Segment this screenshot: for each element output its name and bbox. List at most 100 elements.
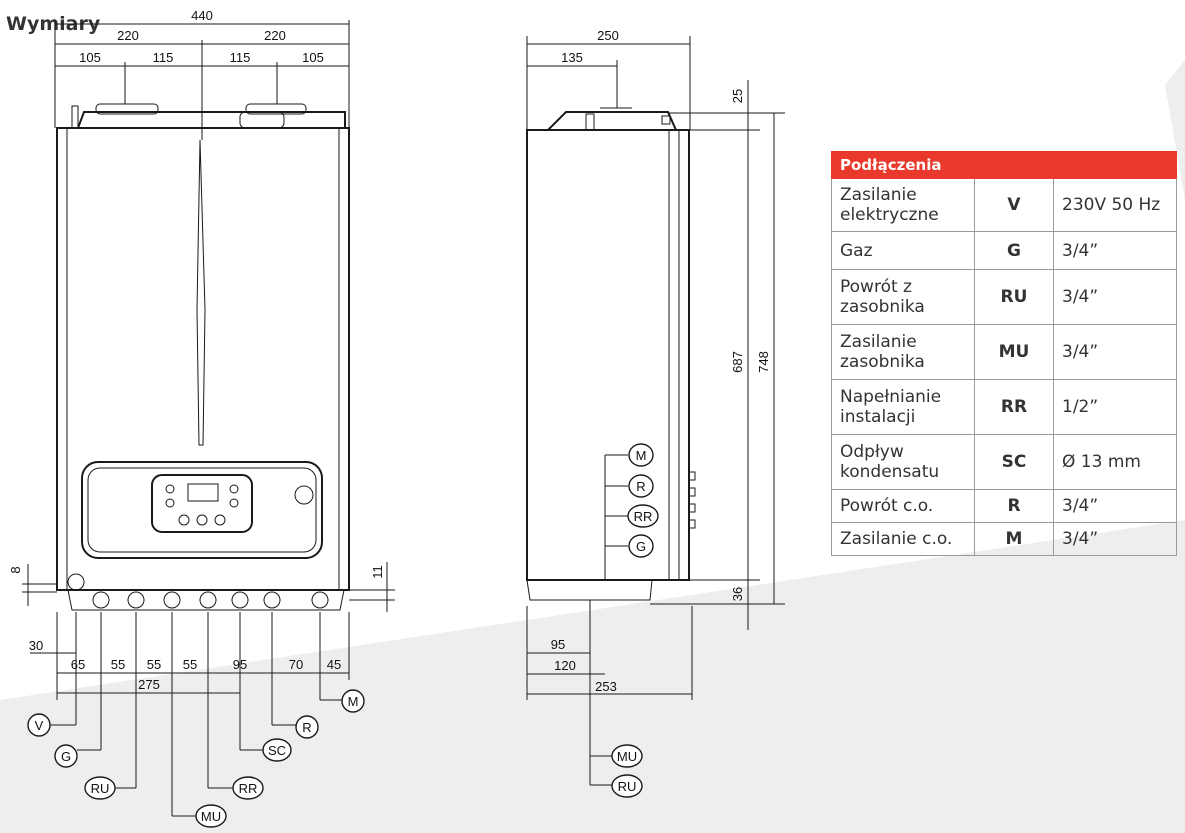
side-boiler-body [526,129,690,581]
side-dim-120: 120 [554,658,576,673]
side-view: M R RR G 250 135 25 687 748 36 95 120 [526,28,785,798]
side-dim-bottom-gap: 36 [730,587,745,601]
side-connector-G-label: G [636,539,646,554]
table-row: Zasilanie elektryczne V 230V 50 Hz [831,178,1177,232]
side-connector-R-label: R [636,479,645,494]
dim-segment-1: 105 [79,50,101,65]
row-symbol: G [974,231,1054,270]
side-connector-R-badge [628,474,654,498]
side-top-cap [547,111,677,131]
background-wedge [0,520,1185,833]
row-name: Napełnianie instalacji [831,379,975,435]
connector-V-label: V [35,718,44,733]
side-bottom-tray [526,579,653,601]
table-row: Powrót c.o. R 3/4” [831,489,1177,523]
background-corner [1165,60,1185,200]
table-row: Napełnianie instalacji RR 1/2” [831,379,1177,435]
dim-bottom-total: 275 [138,677,160,692]
dim-bottom-30: 30 [29,638,43,653]
front-bottom-tray [67,589,345,611]
front-center-line [196,139,206,446]
connector-MU-badge [195,804,227,828]
connector-R-label: R [302,720,311,735]
table-row: Gaz G 3/4” [831,231,1177,270]
row-symbol: MU [974,324,1054,380]
connector-SC-badge [262,738,292,762]
side-dim-top-gap: 25 [730,89,745,103]
table-header: Podłączenia [831,151,1177,179]
row-name: Powrót c.o. [831,489,975,523]
table-row: Zasilanie c.o. M 3/4” [831,522,1177,556]
front-top-cap [77,111,346,129]
dim-half-left: 220 [117,28,139,43]
front-boiler-body [56,127,350,591]
row-symbol: R [974,489,1054,523]
connector-MU-label: MU [201,809,221,824]
row-symbol: RR [974,379,1054,435]
dim-right-11: 11 [370,565,385,579]
control-panel [81,461,323,559]
dim-overall-width: 440 [191,8,213,23]
row-symbol: RU [974,269,1054,325]
connector-V-badge [27,713,51,737]
connector-RU-badge [84,776,116,800]
page-title: Wymiary [6,13,101,35]
row-name: Zasilanie c.o. [831,522,975,556]
table-row: Powrót z zasobnika RU 3/4” [831,269,1177,325]
side-dim-total-height: 748 [756,351,771,373]
row-value: 230V 50 Hz [1053,178,1177,232]
connector-G-label: G [61,749,71,764]
row-symbol: M [974,522,1054,556]
side-connector-RR-badge [627,504,659,528]
row-value: 3/4” [1053,489,1177,523]
front-connector-callouts: V G RU MU RR SC R M [27,689,365,828]
side-connector-MU-badge [611,744,643,768]
side-connector-M-label: M [636,448,647,463]
row-name: Zasilanie zasobnika [831,324,975,380]
dim-left-8: 8 [8,566,23,573]
side-dim-95: 95 [551,637,565,652]
table-row: Odpływ kondensatu SC Ø 13 mm [831,434,1177,490]
front-view: 440 220 220 105 115 115 105 8 11 30 65 5… [8,8,395,828]
connections-table: Podłączenia Zasilanie elektryczne V 230V… [831,151,1177,556]
dim-segment-2: 115 [153,50,174,65]
row-value: Ø 13 mm [1053,434,1177,490]
dim-bottom-seg-6: 70 [289,657,303,672]
row-symbol: SC [974,434,1054,490]
connector-RR-label: RR [239,781,258,796]
control-display-frame [151,474,253,533]
flue-connection [239,111,285,129]
dim-bottom-seg-7: 45 [327,657,341,672]
row-name: Zasilanie elektryczne [831,178,975,232]
dim-half-right: 220 [264,28,286,43]
side-connector-RU-badge [611,774,643,798]
side-dim-body-height: 687 [730,351,745,373]
dim-bottom-seg-4: 55 [183,657,197,672]
side-dim-width: 250 [597,28,619,43]
row-name: Gaz [831,231,975,270]
side-connector-MU-label: MU [617,749,637,764]
row-symbol: V [974,178,1054,232]
display-screen [187,483,219,502]
side-connector-G-badge [628,534,654,558]
row-value: 3/4” [1053,231,1177,270]
table-row: Zasilanie zasobnika MU 3/4” [831,324,1177,380]
side-connector-M-badge [628,443,654,467]
row-name: Powrót z zasobnika [831,269,975,325]
dim-segment-4: 105 [302,50,324,65]
side-connector-RU-label: RU [618,779,637,794]
connector-SC-label: SC [268,743,286,758]
side-connector-RR-label: RR [634,509,653,524]
row-value: 3/4” [1053,324,1177,380]
row-value: 1/2” [1053,379,1177,435]
dim-bottom-seg-3: 55 [147,657,161,672]
row-value: 3/4” [1053,269,1177,325]
side-dim-253: 253 [595,679,617,694]
pressure-gauge-icon [294,485,314,505]
dim-segment-3: 115 [230,50,251,65]
dim-bottom-seg-2: 55 [111,657,125,672]
connector-R-badge [295,715,319,739]
dim-bottom-seg-1: 65 [71,657,85,672]
